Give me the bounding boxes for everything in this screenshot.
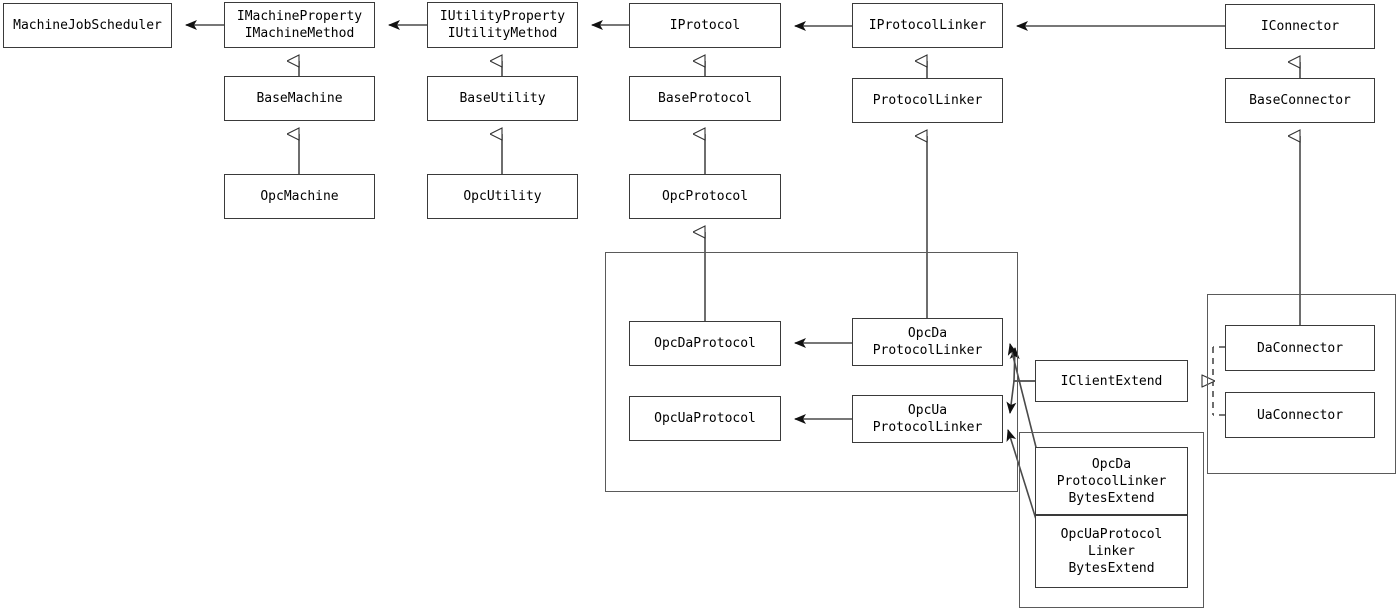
connector-group bbox=[1207, 294, 1396, 474]
class-opc-utility[interactable]: OpcUtility bbox=[427, 174, 578, 219]
class-imachine-property-method[interactable]: IMachineProperty IMachineMethod bbox=[224, 2, 375, 48]
class-opc-ua-protocol-linker[interactable]: OpcUa ProtocolLinker bbox=[852, 395, 1003, 443]
class-base-connector[interactable]: BaseConnector bbox=[1225, 78, 1375, 123]
class-base-utility[interactable]: BaseUtility bbox=[427, 76, 578, 121]
class-opc-protocol[interactable]: OpcProtocol bbox=[629, 174, 781, 219]
class-opc-da-protocol-linker[interactable]: OpcDa ProtocolLinker bbox=[852, 318, 1003, 366]
class-iclient-extend[interactable]: IClientExtend bbox=[1035, 360, 1188, 402]
class-machine-job-scheduler[interactable]: MachineJobScheduler bbox=[3, 3, 172, 48]
class-opc-da-protocol-linker-bytes-extend[interactable]: OpcDa ProtocolLinker BytesExtend bbox=[1035, 447, 1188, 515]
class-base-machine[interactable]: BaseMachine bbox=[224, 76, 375, 121]
class-protocol-linker[interactable]: ProtocolLinker bbox=[852, 78, 1003, 123]
class-opc-ua-protocol-linker-bytes-extend[interactable]: OpcUaProtocol Linker BytesExtend bbox=[1035, 515, 1188, 588]
protocol-group bbox=[605, 252, 1018, 492]
class-da-connector[interactable]: DaConnector bbox=[1225, 325, 1375, 371]
class-opc-ua-protocol[interactable]: OpcUaProtocol bbox=[629, 396, 781, 441]
class-opc-machine[interactable]: OpcMachine bbox=[224, 174, 375, 219]
class-opc-da-protocol[interactable]: OpcDaProtocol bbox=[629, 321, 781, 366]
class-ua-connector[interactable]: UaConnector bbox=[1225, 392, 1375, 438]
class-iprotocol[interactable]: IProtocol bbox=[629, 3, 781, 48]
class-iconnector[interactable]: IConnector bbox=[1225, 4, 1375, 49]
class-iutility-property-method[interactable]: IUtilityProperty IUtilityMethod bbox=[427, 2, 578, 48]
class-base-protocol[interactable]: BaseProtocol bbox=[629, 76, 781, 121]
class-iprotocol-linker[interactable]: IProtocolLinker bbox=[852, 3, 1003, 48]
